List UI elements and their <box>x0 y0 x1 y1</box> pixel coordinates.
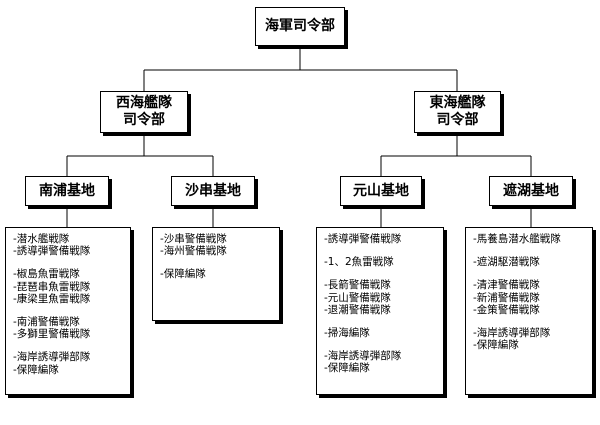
list-item: -琵琶串魚雷戦隊 <box>13 280 91 293</box>
wonsan-base-box: 元山基地 <box>340 176 422 206</box>
navy-command-title: 海軍司令部 <box>265 18 335 34</box>
list-item: -元山警備戦隊 <box>324 291 391 304</box>
list-item: -誘導弾警備戦隊 <box>13 245 91 258</box>
list-item: -清津警備戦隊 <box>473 279 540 292</box>
west-fleet-name: 西海艦隊 <box>116 95 172 111</box>
east-fleet-name: 東海艦隊 <box>429 95 486 111</box>
chaho-base-box: 遮湖基地 <box>489 176 573 206</box>
east-fleet-box: 東海艦隊 司令部 <box>414 91 501 133</box>
list-item: -南浦警備戦隊 <box>13 316 80 329</box>
list-item: -1、2魚雷戦隊 <box>324 256 394 269</box>
list-item: -海岸誘導弾部隊 <box>324 350 402 363</box>
wonsan-base-name: 元山基地 <box>353 182 409 199</box>
list-item: -保障編隊 <box>473 339 519 352</box>
list-item: -保障編隊 <box>160 268 206 281</box>
list-item: -海岸誘導弾部隊 <box>13 351 91 364</box>
list-item: -保障編隊 <box>13 363 59 376</box>
chaho-unit-list: -馬養島潜水艦戦隊 -遮湖駆潜戦隊 -清津警備戦隊 -新浦警備戦隊 -金策警備戦… <box>465 227 593 395</box>
list-item: -誘導弾警備戦隊 <box>324 233 402 245</box>
list-item: -潜水艦戦隊 <box>13 233 70 245</box>
list-item: -海岸誘導弾部隊 <box>473 327 551 340</box>
list-item: -金策警備戦隊 <box>473 303 540 316</box>
list-item: -椒島魚雷戦隊 <box>13 268 80 281</box>
chaho-base-name: 遮湖基地 <box>503 182 559 199</box>
list-item: -保障編隊 <box>324 362 370 375</box>
west-fleet-box: 西海艦隊 司令部 <box>100 91 188 133</box>
nampo-unit-list: -潜水艦戦隊 -誘導弾警備戦隊 -椒島魚雷戦隊 -琵琶串魚雷戦隊 -康梁里魚雷戦… <box>5 227 131 395</box>
navy-command-box: 海軍司令部 <box>255 7 345 46</box>
list-item: -掃海編隊 <box>324 327 370 340</box>
list-item: -新浦警備戦隊 <box>473 291 540 304</box>
list-item: -多獅里警備戦隊 <box>13 328 91 341</box>
nampo-base-name: 南浦基地 <box>39 182 95 199</box>
east-fleet-command: 司令部 <box>436 112 479 128</box>
list-item: -沙串警備戦隊 <box>160 233 227 245</box>
list-item: -長箭警備戦隊 <box>324 279 391 292</box>
list-item: -遮湖駆潜戦隊 <box>473 256 540 269</box>
list-item: -海州警備戦隊 <box>160 245 227 258</box>
nampo-base-box: 南浦基地 <box>25 176 109 206</box>
west-fleet-command: 司令部 <box>123 112 165 128</box>
sagot-unit-list: -沙串警備戦隊 -海州警備戦隊 -保障編隊 <box>152 227 280 321</box>
sagot-base-name: 沙串基地 <box>185 182 241 199</box>
wonsan-unit-list: -誘導弾警備戦隊 -1、2魚雷戦隊 -長箭警備戦隊 -元山警備戦隊 -退潮警備戦… <box>316 227 444 395</box>
list-item: -康梁里魚雷戦隊 <box>13 292 91 305</box>
list-item: -馬養島潜水艦戦隊 <box>473 233 561 245</box>
list-item: -退潮警備戦隊 <box>324 303 391 316</box>
sagot-base-box: 沙串基地 <box>171 176 255 206</box>
